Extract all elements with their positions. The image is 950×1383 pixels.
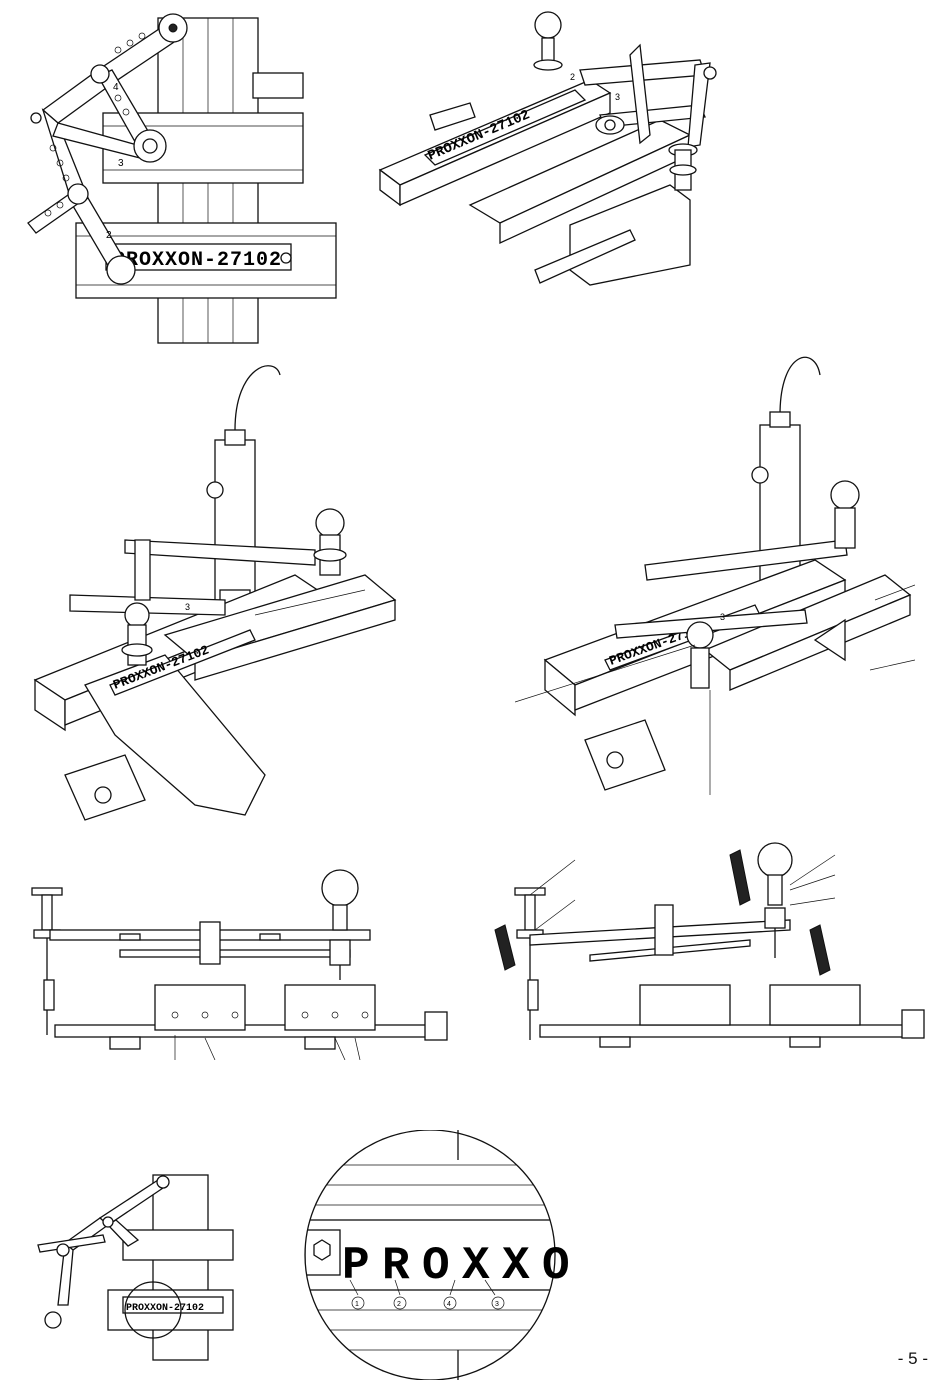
figure-bottom-plan-view: PROXXON-27102 <box>28 1170 238 1370</box>
detail-letter: X <box>502 1240 530 1292</box>
figure-side-elevation-left <box>30 860 450 1060</box>
figure-side-elevation-right <box>490 830 930 1060</box>
arm-number-label: 3 <box>615 92 620 102</box>
figure-top-isometric-view: PROXXON-27102 2 3 <box>370 5 730 290</box>
detail-callout: 1 <box>355 1301 359 1308</box>
small-plan-engraving-text: PROXXON-27102 <box>126 1303 204 1314</box>
detail-letter: R <box>382 1240 410 1292</box>
detail-letter: O <box>422 1240 450 1292</box>
figure-top-plan-view: PROXXON-27102 4 3 2 <box>18 8 348 348</box>
arm-number-label: 3 <box>185 602 190 612</box>
arm-number-label: 3 <box>118 158 124 169</box>
figure-middle-right-drill-view: PROXXON-27102 3 <box>515 350 915 800</box>
arm-number-label: 2 <box>106 230 112 241</box>
figure-middle-left-drill-view: PROXXON-27102 3 <box>25 355 405 830</box>
detail-letter: X <box>462 1240 490 1292</box>
arm-number-label: 2 <box>570 72 575 82</box>
detail-letter: O <box>542 1240 570 1292</box>
arm-number-label: 4 <box>113 82 119 93</box>
figure-circular-detail: P R O X X O 1 2 4 3 <box>300 1130 630 1380</box>
detail-callout: 3 <box>495 1301 499 1308</box>
detail-letter: P <box>342 1240 370 1292</box>
page-number: - 5 - <box>898 1349 928 1369</box>
plan-engraving-text: PROXXON-27102 <box>113 249 282 272</box>
detail-callout: 4 <box>447 1301 451 1308</box>
detail-callout: 2 <box>397 1301 401 1308</box>
arm-number-label: 3 <box>720 612 725 622</box>
